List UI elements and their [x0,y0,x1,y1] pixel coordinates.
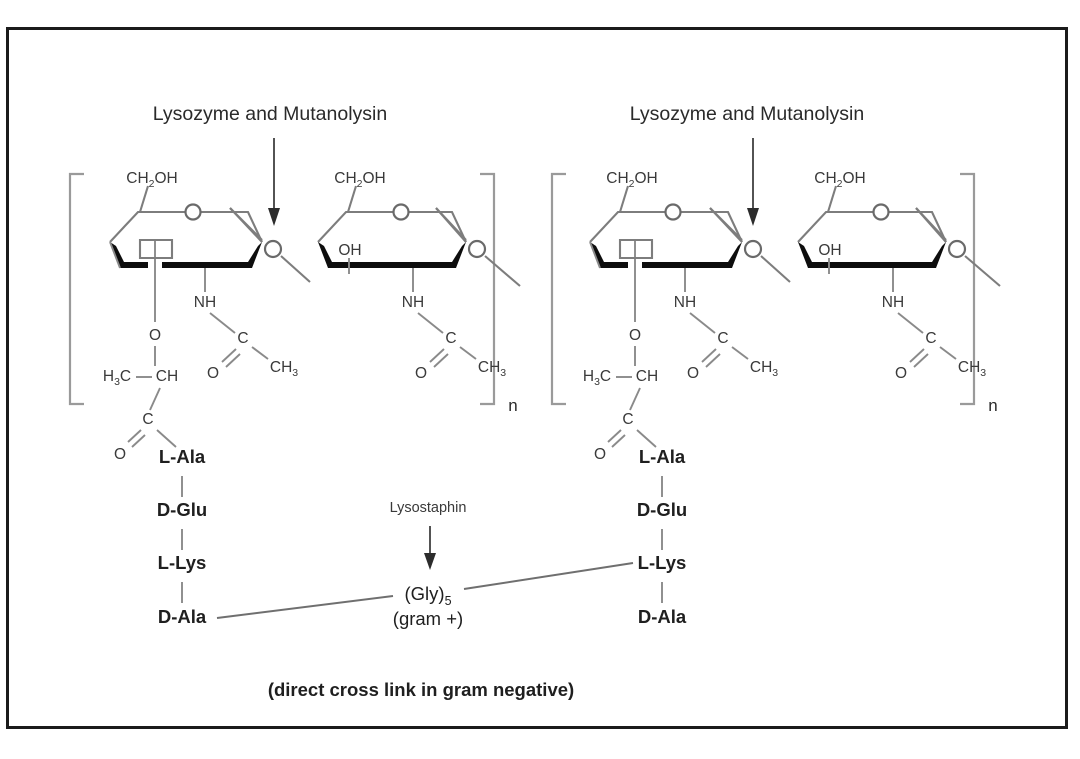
left-repeat-subscript: n [508,396,517,415]
right-lactyl-h3c: H3C [583,368,611,388]
left-nam-ch2oh-label: CH2OH [126,170,177,190]
right-lactyl-ether-o: O [629,327,641,344]
right-nag-ch3-label: CH3 [958,359,986,379]
left-nag-ring: CH2OH OH [317,170,467,274]
left-unit-bracket-open [68,172,84,406]
right-peptide-chain: L-Ala D-Glu L-Lys D-Ala [637,446,687,627]
left-peptide-residue-1: D-Glu [157,499,207,520]
left-nam-nacetyl: NH C O CH3 [194,268,298,382]
left-lactyl-ch: CH [156,368,178,385]
crossbridge-group: Lysostaphin (Gly)5 (gram +) [216,500,634,629]
right-lactyl-ch: CH [636,368,658,385]
left-peptide-residue-2: L-Lys [158,552,207,573]
right-enzyme-label: Lysozyme and Mutanolysin [630,103,864,125]
right-lactyl-carbonyl-c: C [622,411,633,428]
left-lactyl-carbonyl-c: C [142,411,153,428]
right-lactyl-carbonyl-o: O [594,446,606,463]
left-peptide-residue-0: L-Ala [159,446,206,467]
right-peptide-residue-0: L-Ala [639,446,686,467]
right-nam-acetyl-o: O [687,365,699,382]
right-unit-bracket-open [550,172,566,406]
right-nam-carbonyl-c: C [717,330,728,347]
right-glycosidic-bridge-1 [709,207,791,283]
right-nag-carbonyl-c: C [925,330,936,347]
right-nag-nh-label: NH [882,294,904,311]
crossbridge-gram-label: (gram +) [393,608,463,629]
right-nag-acetyl-o: O [895,365,907,382]
left-lactyl-h3c: H3C [103,368,131,388]
right-nam-nacetyl: NH C O CH3 [674,268,778,382]
right-glycosidic-bridge-2 [915,207,1001,287]
crossbridge-gly-label: (Gly)5 [404,583,451,608]
right-peptide-residue-3: D-Ala [638,606,687,627]
figure-caption: (direct cross link in gram negative) [268,679,574,700]
left-nag-oh-label: OH [338,242,361,259]
right-nag-nacetyl: NH C O CH3 [882,268,986,382]
left-enzyme-annotation: Lysozyme and Mutanolysin [153,103,387,226]
right-lactyl-group: O H3C CH C O [583,327,658,463]
left-nag-ch3-label: CH3 [478,359,506,379]
left-enzyme-arrow-head [268,208,280,226]
left-nam-acetyl-o: O [207,365,219,382]
left-nag-carbonyl-c: C [445,330,456,347]
left-nam-nh-label: NH [194,294,216,311]
left-glycosidic-bridge-1 [229,207,311,283]
left-nam-ch3-label: CH3 [270,359,298,379]
right-peptide-residue-1: D-Glu [637,499,687,520]
crossbridge-arrow-head [424,553,436,570]
right-enzyme-arrow-head [747,208,759,226]
right-nag-oh-label: OH [818,242,841,259]
right-nag-ch2oh-label: CH2OH [814,170,865,190]
left-nag-nacetyl: NH C O CH3 [402,268,506,382]
right-repeat-subscript: n [988,396,997,415]
left-unit-bracket-close: n [480,172,518,415]
left-nam-ring: CH2OH [109,170,263,322]
right-nam-nh-label: NH [674,294,696,311]
left-lactyl-group: O H3C CH C O [103,327,178,463]
right-nam-ring: CH2OH [589,170,743,322]
right-peptide-residue-2: L-Lys [638,552,687,573]
left-nag-acetyl-o: O [415,365,427,382]
right-nag-ring: CH2OH OH [797,170,947,274]
left-nam-carbonyl-c: C [237,330,248,347]
right-enzyme-annotation: Lysozyme and Mutanolysin [630,103,864,226]
left-lactyl-ether-o: O [149,327,161,344]
crossbridge-enzyme-label: Lysostaphin [390,500,467,516]
figure-border [6,27,1068,729]
crossbridge-line-left [216,595,394,619]
right-unit-bracket-close: n [960,172,998,415]
left-nag-nh-label: NH [402,294,424,311]
left-nag-ch2oh-label: CH2OH [334,170,385,190]
crossbridge-line-right [463,562,634,590]
right-nam-ch2oh-label: CH2OH [606,170,657,190]
left-glycosidic-bridge-2 [435,207,521,287]
left-peptide-residue-3: D-Ala [158,606,207,627]
left-enzyme-label: Lysozyme and Mutanolysin [153,103,387,125]
right-nam-ch3-label: CH3 [750,359,778,379]
left-lactyl-carbonyl-o: O [114,446,126,463]
left-peptide-chain: L-Ala D-Glu L-Lys D-Ala [157,446,207,627]
